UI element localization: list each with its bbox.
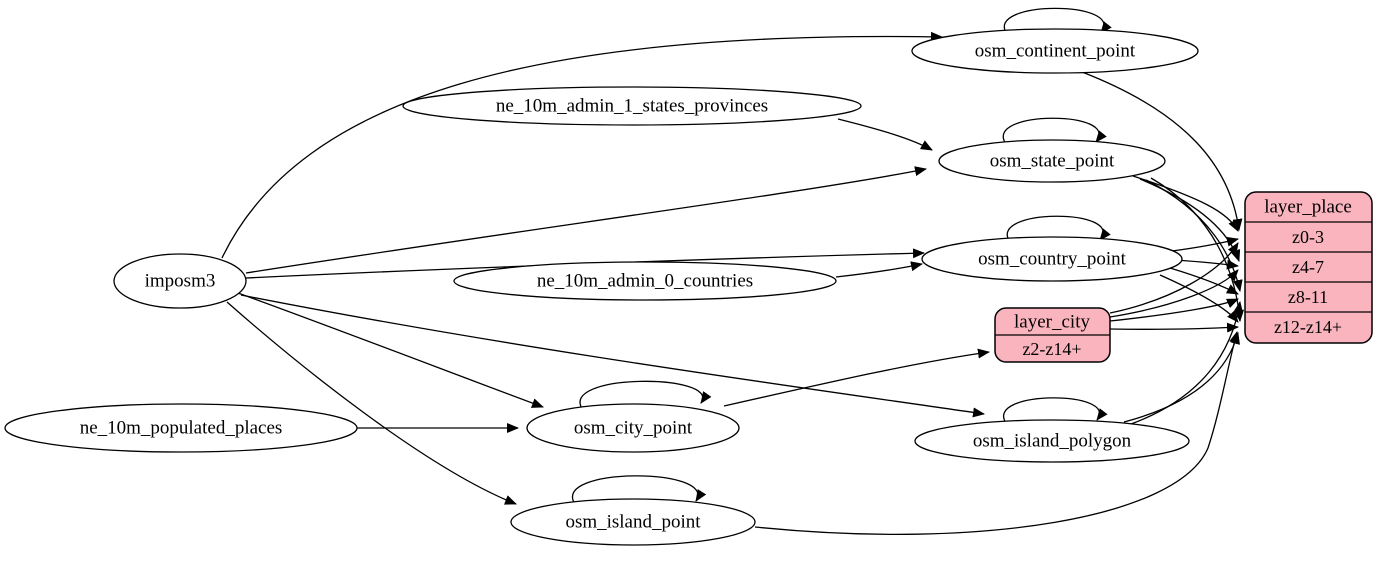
layer_place-row-z8-11: z8-11 — [1288, 287, 1328, 307]
edges — [221, 7, 1245, 536]
selfloop-osm_island_point — [571, 475, 707, 505]
node-ne_10m_populated_places: ne_10m_populated_places — [4, 403, 358, 453]
edge-osm_island_point-z12-z14 — [754, 331, 1239, 536]
node-osm_city_point-shape — [526, 403, 740, 453]
edge-ne_10m_admin_1_states_provinces-osm_state_point — [837, 118, 933, 151]
node-osm_island_point-shape — [510, 498, 756, 546]
node-osm_island_polygon-label: osm_island_polygon — [973, 431, 1132, 452]
edge-layer_city-z0-3 — [1109, 242, 1239, 314]
node-imposm3-shape — [113, 253, 247, 309]
node-osm_state_point-shape — [938, 139, 1166, 183]
edge-osm_country_point-z0-3 — [1171, 236, 1239, 252]
node-ne_10m_admin_1_states_provinces: ne_10m_admin_1_states_provinces — [402, 86, 862, 126]
edge-imposm3-osm_state_point — [245, 166, 927, 274]
edge-layer_city-z4-7 — [1109, 269, 1239, 318]
node-osm_city_point-label: osm_city_point — [574, 418, 693, 439]
edge-osm_state_point-z8-11 — [1145, 179, 1243, 292]
node-ne_10m_populated_places-shape — [4, 403, 358, 453]
edge-layer_city-z12-z14 — [1109, 322, 1239, 333]
edge-osm_country_point-z4-7 — [1175, 259, 1239, 270]
edge-osm_city_point-layer_city — [723, 348, 990, 407]
node-ne_10m_admin_1_states_provinces-shape — [402, 86, 862, 126]
node-osm_continent_point-shape — [911, 28, 1199, 74]
edge-imposm3-osm_island_point — [226, 301, 517, 505]
layer_place-row-z0-3: z0-3 — [1292, 227, 1324, 247]
node-osm_continent_point: osm_continent_point — [911, 28, 1199, 74]
node-osm_island_point: osm_island_point — [510, 498, 756, 546]
edge-ne_10m_admin_0_countries-osm_country_point — [835, 261, 923, 278]
node-layer_city-title: layer_city — [1014, 312, 1090, 333]
selfloop-osm_continent_point — [1003, 7, 1112, 35]
node-layer_city: layer_city z2-z14+ — [994, 307, 1111, 363]
node-layer_place-shape — [1244, 191, 1373, 344]
node-osm_state_point-label: osm_state_point — [990, 151, 1115, 172]
edge-osm_country_point-z12-z14 — [1159, 274, 1239, 323]
selfloop-osm_state_point — [1002, 117, 1107, 145]
node-osm_state_point: osm_state_point — [938, 139, 1166, 183]
node-osm_country_point-shape — [921, 236, 1183, 282]
node-osm_island_polygon: osm_island_polygon — [914, 419, 1190, 463]
node-layer_place-title: layer_place — [1264, 197, 1352, 218]
selfloop-osm_country_point — [1006, 215, 1111, 243]
layer_place-row-z4-7: z4-7 — [1292, 257, 1324, 277]
node-osm_city_point: osm_city_point — [526, 403, 740, 453]
layer_place-row-z12-z14: z12-z14+ — [1274, 317, 1342, 337]
edge-osm_island_polygon-z8-11 — [1130, 301, 1244, 425]
node-imposm3-label: imposm3 — [145, 271, 216, 292]
node-ne_10m_admin_0_countries-shape — [453, 261, 837, 301]
edge-layer_city-z8-11 — [1109, 298, 1239, 322]
edge-imposm3-osm_city_point — [237, 292, 544, 408]
node-osm_island_polygon-shape — [914, 419, 1190, 463]
node-ne_10m_admin_0_countries: ne_10m_admin_0_countries — [453, 261, 837, 301]
edge-osm_continent_point-z0-3 — [1081, 71, 1243, 231]
edge-osm_state_point-z0-3 — [1132, 175, 1239, 232]
edge-osm_country_point-z8-11 — [1169, 267, 1239, 295]
edge-imposm3-osm_island_polygon — [240, 294, 985, 418]
node-imposm3: imposm3 — [113, 253, 247, 309]
layer_city-row-z2-z14: z2-z14+ — [1022, 339, 1081, 359]
node-ne_10m_admin_1_states_provinces-label: ne_10m_admin_1_states_provinces — [496, 96, 768, 117]
node-osm_island_point-label: osm_island_point — [565, 512, 701, 533]
selfloop-osm_island_polygon — [1002, 397, 1108, 424]
node-osm_country_point: osm_country_point — [921, 236, 1183, 282]
node-layer_place: layer_place z0-3 z4-7 z8-11 z12-z14+ — [1244, 191, 1373, 344]
node-ne_10m_populated_places-label: ne_10m_populated_places — [80, 418, 283, 439]
node-osm_country_point-label: osm_country_point — [978, 249, 1126, 270]
edge-imposm3-osm_continent_point — [221, 31, 943, 259]
node-osm_continent_point-label: osm_continent_point — [975, 41, 1136, 62]
node-ne_10m_admin_0_countries-label: ne_10m_admin_0_countries — [537, 271, 753, 292]
selfloop-osm_city_point — [579, 380, 712, 411]
edge-osm_island_polygon-z12-z14 — [1123, 332, 1240, 423]
